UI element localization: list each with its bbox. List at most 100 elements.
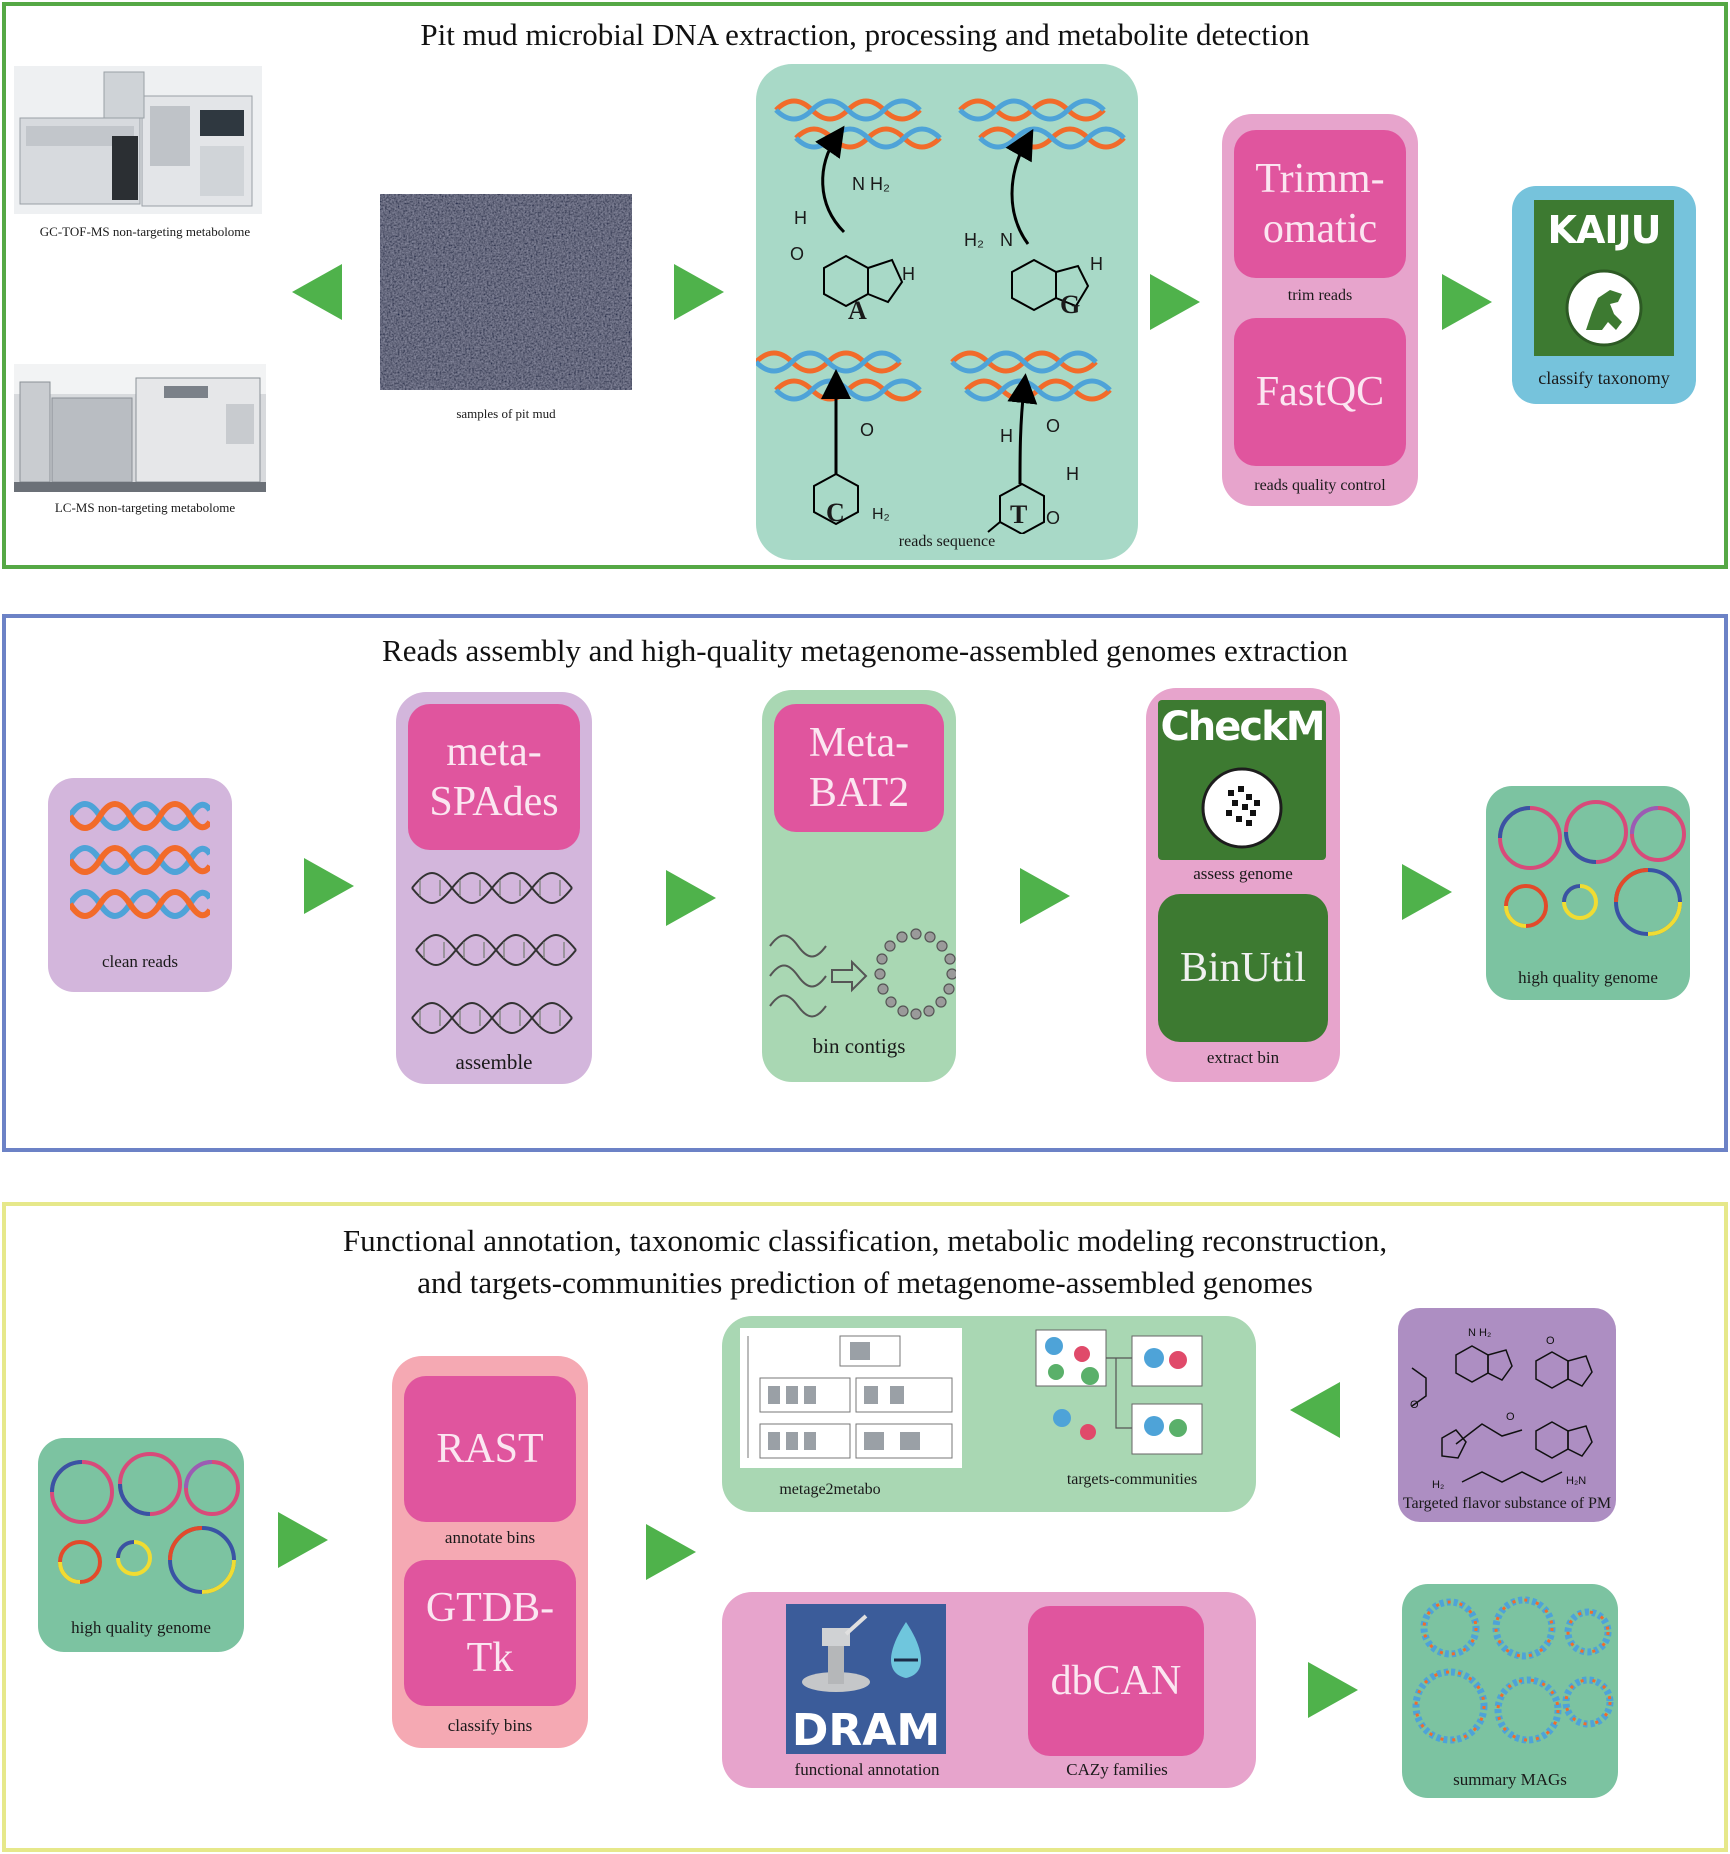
seq-caption: reads sequence bbox=[898, 533, 996, 550]
chem-label: N H₂ bbox=[852, 174, 890, 194]
chem-label: H bbox=[902, 264, 915, 284]
metaspades-tool: meta- SPAdes bbox=[408, 704, 580, 850]
kaiju-logo: KAIJU bbox=[1534, 200, 1674, 356]
dbcan-tool: dbCAN bbox=[1028, 1606, 1204, 1756]
chem-label: H bbox=[1090, 254, 1103, 274]
gc-caption: GC-TOF-MS non-targeting metabolome bbox=[39, 224, 251, 239]
kaiju-caption: classify taxonomy bbox=[1538, 368, 1670, 388]
classify-caption: classify bins bbox=[447, 1716, 533, 1735]
dram-caption: functional annotation bbox=[794, 1760, 940, 1779]
summary-mags-box: summary MAGs bbox=[1402, 1584, 1618, 1798]
read-processing-box: Trimm- omatic trim reads FastQC reads qu… bbox=[1222, 114, 1418, 506]
panel-3-title-line1: Functional annotation, taxonomic classif… bbox=[342, 1223, 1388, 1258]
base-letter-a: A bbox=[848, 296, 867, 325]
chem-label: H₂ bbox=[964, 230, 984, 250]
metabat-box: Meta- BAT2 bin contigs bbox=[762, 690, 956, 1082]
svg-text:H₂: H₂ bbox=[1432, 1479, 1444, 1491]
chem-label: O bbox=[860, 420, 875, 440]
hq-input-caption: high quality genome bbox=[71, 1618, 211, 1637]
hq-genome-box: high quality genome bbox=[1486, 786, 1690, 1000]
arrow-to-trimming bbox=[1150, 274, 1200, 330]
flavor-substance-box: N H₂ O O O H₂ H₂N Targeted flavor substa… bbox=[1398, 1308, 1616, 1522]
assess-caption: assess genome bbox=[1193, 864, 1293, 883]
network-diagram-icon bbox=[1035, 1329, 1203, 1455]
arrow-to-hq-genome bbox=[1402, 864, 1452, 920]
metaspades-box: meta- SPAdes assemble bbox=[396, 692, 592, 1084]
functional-annotation-box: DRAM functional annotation dbCAN CAZy fa… bbox=[722, 1592, 1256, 1788]
metabat-tool: Meta- BAT2 bbox=[774, 704, 944, 832]
binutil-tool: BinUtil bbox=[1158, 894, 1328, 1042]
arrow-to-sequencing bbox=[674, 264, 724, 320]
bin-caption: bin contigs bbox=[812, 1034, 906, 1058]
chem-label: H₂ bbox=[872, 506, 890, 523]
chem-label: O bbox=[790, 244, 805, 264]
metage-caption: metage2metabo bbox=[779, 1481, 881, 1498]
arrow-from-flavor bbox=[1290, 1382, 1340, 1438]
hq-genome-input-box: high quality genome bbox=[38, 1438, 244, 1652]
dinosaur-icon bbox=[1565, 269, 1643, 347]
panel-3-title-line2: and targets-communities prediction of me… bbox=[417, 1265, 1313, 1300]
rast-tool: RAST bbox=[404, 1376, 576, 1522]
arrow-to-assembly bbox=[304, 858, 354, 914]
checkm-logo: CheckM bbox=[1158, 700, 1326, 860]
genome-quality-box: CheckM assess genome BinUtil extract bin bbox=[1146, 688, 1340, 1082]
arrow-to-checkm bbox=[1020, 868, 1070, 924]
lc-caption: LC-MS non-targeting metabolome bbox=[54, 500, 236, 515]
summary-caption: summary MAGs bbox=[1453, 1770, 1567, 1789]
contig-helix-icon bbox=[411, 872, 577, 1034]
trim-caption: trim reads bbox=[1287, 287, 1353, 304]
base-structure-icon bbox=[823, 254, 904, 308]
svg-text:O: O bbox=[1546, 1335, 1555, 1347]
magnifier-icon bbox=[1201, 767, 1283, 849]
arrow-to-binning bbox=[666, 870, 716, 926]
svg-text:H₂N: H₂N bbox=[1566, 1475, 1586, 1487]
arrow-to-rast bbox=[278, 1512, 328, 1568]
mag-rings-icon bbox=[1412, 1596, 1614, 1744]
panel-1-title: Pit mud microbial DNA extraction, proces… bbox=[420, 17, 1310, 52]
arrow-to-summary bbox=[1308, 1662, 1358, 1718]
clean-caption: clean reads bbox=[102, 952, 178, 971]
metage2metabo-workflow-icon bbox=[740, 1328, 962, 1468]
kaiju-box: KAIJU classify taxonomy bbox=[1512, 186, 1696, 404]
mud-caption: samples of pit mud bbox=[456, 406, 556, 421]
svg-text:O: O bbox=[1410, 1399, 1419, 1411]
panel-dna-extraction: Pit mud microbial DNA extraction, proces… bbox=[2, 2, 1728, 569]
fastqc-tool: FastQC bbox=[1234, 318, 1406, 466]
arrow-to-kaiju bbox=[1442, 274, 1492, 330]
base-letter-t: T bbox=[1010, 500, 1028, 529]
extract-caption: extract bin bbox=[1206, 1048, 1280, 1067]
arrow-to-metabolome bbox=[292, 264, 342, 320]
chem-label: O bbox=[1046, 416, 1061, 436]
base-letter-c: C bbox=[826, 498, 845, 527]
panel-2-title: Reads assembly and high-quality metageno… bbox=[382, 633, 1348, 668]
assemble-caption: assemble bbox=[455, 1050, 533, 1074]
trimmomatic-tool: Trimm- omatic bbox=[1234, 130, 1406, 278]
chem-label: O bbox=[1046, 508, 1061, 528]
dram-logo: DRAM bbox=[786, 1604, 946, 1754]
binning-icon bbox=[769, 928, 956, 1020]
dna-base-diagram bbox=[756, 64, 1138, 534]
annotate-caption: annotate bins bbox=[444, 1528, 536, 1547]
targets-caption: targets-communities bbox=[1066, 1471, 1198, 1488]
microscope-drop-icon bbox=[802, 1614, 921, 1692]
pit-mud-sample-photo bbox=[380, 194, 632, 390]
flavor-caption: Targeted flavor substance of PM bbox=[1402, 1495, 1612, 1512]
gtdb-tool: GTDB- Tk bbox=[404, 1560, 576, 1706]
reads-sequence-box: N H₂ H O H H₂ N H O H O H O H₂ A G C T r… bbox=[756, 64, 1138, 560]
chem-label: H bbox=[794, 208, 807, 228]
dna-reads-icon bbox=[70, 801, 210, 919]
genome-rings-icon bbox=[1498, 800, 1686, 936]
svg-text:O: O bbox=[1506, 1411, 1515, 1423]
chem-label: H bbox=[1000, 426, 1013, 446]
genome-rings-icon bbox=[50, 1452, 240, 1594]
chemical-structures-icon: N H₂ O O O H₂ H₂N bbox=[1410, 1327, 1593, 1491]
metabolic-modeling-box: metage2metabo bbox=[722, 1316, 1256, 1512]
cazy-caption: CAZy families bbox=[1066, 1760, 1168, 1779]
dna-helix-icon bbox=[776, 101, 920, 119]
panel-functional-annotation: Functional annotation, taxonomic classif… bbox=[2, 1202, 1728, 1852]
fastqc-caption: reads quality control bbox=[1254, 477, 1386, 494]
arrow-to-modeling bbox=[646, 1524, 696, 1580]
chem-label: N bbox=[1000, 230, 1013, 250]
plasmid-ring-icon bbox=[874, 928, 956, 1020]
base-letter-g: G bbox=[1060, 290, 1081, 319]
